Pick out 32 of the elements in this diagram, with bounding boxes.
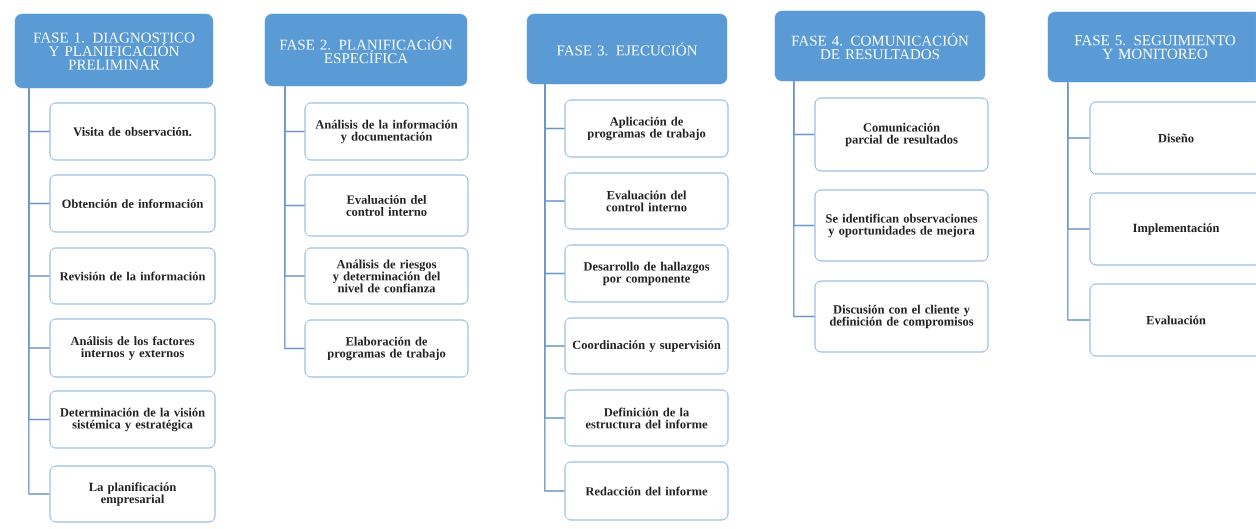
connector-line bbox=[28, 87, 51, 495]
task-box: Implementación bbox=[1089, 192, 1256, 266]
phase-header: FASE 1. DIAGNOSTICO Y PLANIFICACIÓN PRELIMINAR bbox=[14, 13, 214, 89]
task-box: Análisis de los factores internos y externos bbox=[49, 318, 216, 378]
task-box: Coordinación y supervisión bbox=[564, 317, 729, 375]
task-box: Análisis de riesgos y determinación del nivel de confianza bbox=[304, 247, 469, 305]
task-box: Redacción del informe bbox=[564, 461, 729, 521]
task-box: Evaluación del control interno bbox=[304, 174, 469, 237]
task-box: La planificación empresarial bbox=[49, 465, 216, 523]
phase-header: FASE 2. PLANIFICACiÓN ESPECÍFICA bbox=[264, 13, 468, 87]
task-box: Se identifican observaciones y oportunidades de mejora bbox=[814, 189, 989, 262]
connector-line bbox=[544, 83, 566, 492]
task-box: Elaboración de programas de trabajo bbox=[304, 319, 469, 378]
task-box: Obtención de información bbox=[49, 174, 216, 233]
task-box: Definición de la estructura del informe bbox=[564, 389, 729, 447]
phase-header: FASE 5. SEGUIMIENTO Y MONITOREO bbox=[1047, 11, 1256, 83]
task-box: Desarrollo de hallazgos por componente bbox=[564, 244, 729, 303]
task-box: Determinación de la visión sistémica y estratégica bbox=[49, 390, 216, 449]
task-box: Discusión con el cliente y definición de compromisos bbox=[814, 280, 989, 353]
task-box: Comunicación parcial de resultados bbox=[814, 97, 989, 172]
connector-line bbox=[284, 85, 306, 350]
phase-header: FASE 4. COMUNICACIÓN DE RESULTADOS bbox=[774, 10, 986, 82]
connector-line bbox=[793, 80, 816, 318]
phase-header: FASE 3. EJECUCIÓN bbox=[526, 13, 728, 85]
task-box: Diseño bbox=[1089, 101, 1256, 175]
task-box: Evaluación bbox=[1089, 283, 1256, 357]
connector-line bbox=[1067, 81, 1091, 321]
task-box: Análisis de la información y documentación bbox=[304, 102, 469, 161]
task-box: Evaluación del control interno bbox=[564, 172, 729, 230]
task-box: Revisión de la información bbox=[49, 247, 216, 305]
task-box: Visita de observación. bbox=[49, 102, 216, 161]
task-box: Aplicación de programas de trabajo bbox=[564, 99, 729, 158]
